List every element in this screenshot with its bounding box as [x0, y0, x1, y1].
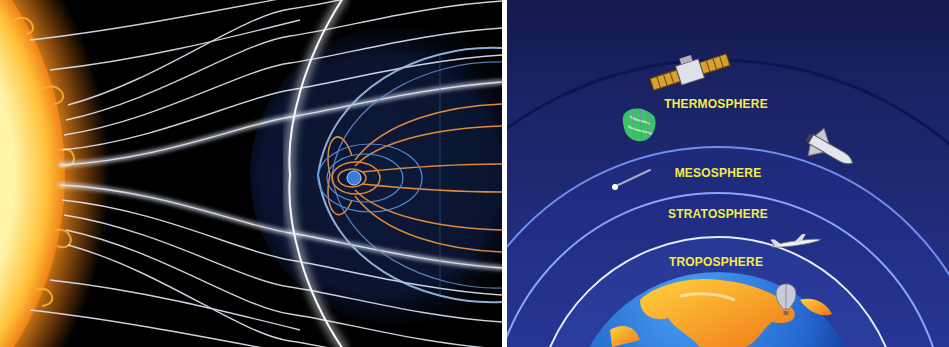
label-slot: TROPOSPHERE: [669, 252, 763, 270]
label-slot: THERMOSPHERE: [664, 94, 768, 112]
magnetosphere-panel: [0, 0, 502, 347]
layer-label: MESOSPHERE: [675, 166, 762, 180]
layer-label: STRATOSPHERE: [668, 207, 768, 221]
label-slot: STRATOSPHERE: [668, 204, 768, 222]
layer-label: THERMOSPHERE: [664, 97, 768, 111]
atmosphere-panel: [507, 0, 949, 347]
label-slot: MESOSPHERE: [675, 163, 762, 181]
layer-label: TROPOSPHERE: [669, 255, 763, 269]
